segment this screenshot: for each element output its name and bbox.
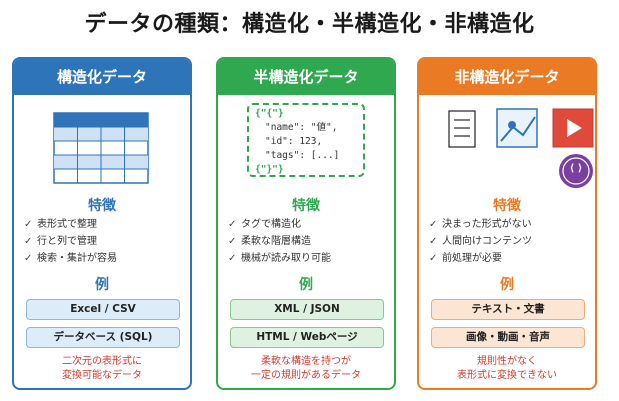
feature-item: ✓行と列で管理 xyxy=(24,233,189,250)
feature-item: ✓前処理が必要 xyxy=(429,250,594,267)
features-heading: 特徴 xyxy=(292,198,320,214)
card-summary: 規則性がなく 表形式に変換できない xyxy=(457,356,557,381)
feature-item: ✓人間向けコンテンツ xyxy=(429,233,594,250)
examples-heading: 例 xyxy=(500,277,514,293)
check-icon: ✓ xyxy=(429,253,438,264)
feature-item: ✓柔軟な階層構造 xyxy=(228,233,393,250)
json-code-box: {"{"} "name": "値", "id": 123, "tags": [.… xyxy=(247,103,365,177)
features-list: ✓タグで構造化 ✓柔軟な階層構造 ✓機械が読み取り可能 xyxy=(228,216,393,267)
features-heading: 特徴 xyxy=(493,198,521,214)
example-pill: XML / JSON xyxy=(230,299,384,320)
check-icon: ✓ xyxy=(228,236,237,247)
example-pill: データベース (SQL) xyxy=(26,327,180,348)
features-list: ✓決まった形式がない ✓人間向けコンテンツ ✓前処理が必要 xyxy=(429,216,594,267)
card-structured: 構造化データ 特徴 ✓表形式で整理 ✓行と列で管理 ✓検索・集計が容易 例 Ex… xyxy=(12,57,192,390)
card-header: 非構造化データ xyxy=(419,59,595,95)
example-pill: 画像・動画・音声 xyxy=(431,327,585,348)
check-icon: ✓ xyxy=(228,219,237,230)
feature-item: ✓検索・集計が容易 xyxy=(24,250,189,267)
card-semi-structured: 半構造化データ {"{"} "name": "値", "id": 123, "t… xyxy=(216,57,396,390)
video-play-icon xyxy=(552,108,594,148)
card-header: 半構造化データ xyxy=(218,59,394,95)
card-summary: 二次元の表形式に 変換可能なデータ xyxy=(62,356,142,381)
feature-item: ✓機械が読み取り可能 xyxy=(228,250,393,267)
check-icon: ✓ xyxy=(24,236,33,247)
feature-item: ✓決まった形式がない xyxy=(429,216,594,233)
table-illustration xyxy=(14,101,190,193)
features-heading: 特徴 xyxy=(88,198,116,214)
document-icon xyxy=(448,110,476,148)
feature-item: ✓表形式で整理 xyxy=(24,216,189,233)
examples-heading: 例 xyxy=(299,277,313,293)
code-icon xyxy=(559,154,593,188)
check-icon: ✓ xyxy=(24,253,33,264)
features-list: ✓表形式で整理 ✓行と列で管理 ✓検索・集計が容易 xyxy=(24,216,189,267)
json-illustration: {"{"} "name": "値", "id": 123, "tags": [.… xyxy=(218,101,394,193)
check-icon: ✓ xyxy=(429,236,438,247)
check-icon: ✓ xyxy=(429,219,438,230)
card-unstructured: 非構造化データ xyxy=(417,57,597,390)
page-title: データの種類：構造化・半構造化・非構造化 xyxy=(84,12,535,37)
image-icon xyxy=(496,108,538,148)
card-header: 構造化データ xyxy=(14,59,190,95)
table-icon xyxy=(53,112,149,184)
media-illustration: ⟨ ⟩ xyxy=(419,101,595,193)
check-icon: ✓ xyxy=(24,219,33,230)
feature-item: ✓タグで構造化 xyxy=(228,216,393,233)
media-icons xyxy=(448,108,594,188)
example-pill: HTML / Webページ xyxy=(230,327,384,348)
code-icon-label: ⟨ ⟩ xyxy=(569,163,583,174)
check-icon: ✓ xyxy=(228,253,237,264)
example-pill: テキスト・文書 xyxy=(431,299,585,320)
example-pill: Excel / CSV xyxy=(26,299,180,320)
examples-heading: 例 xyxy=(95,277,109,293)
card-summary: 柔軟な構造を持つが 一定の規則があるデータ xyxy=(251,356,361,381)
